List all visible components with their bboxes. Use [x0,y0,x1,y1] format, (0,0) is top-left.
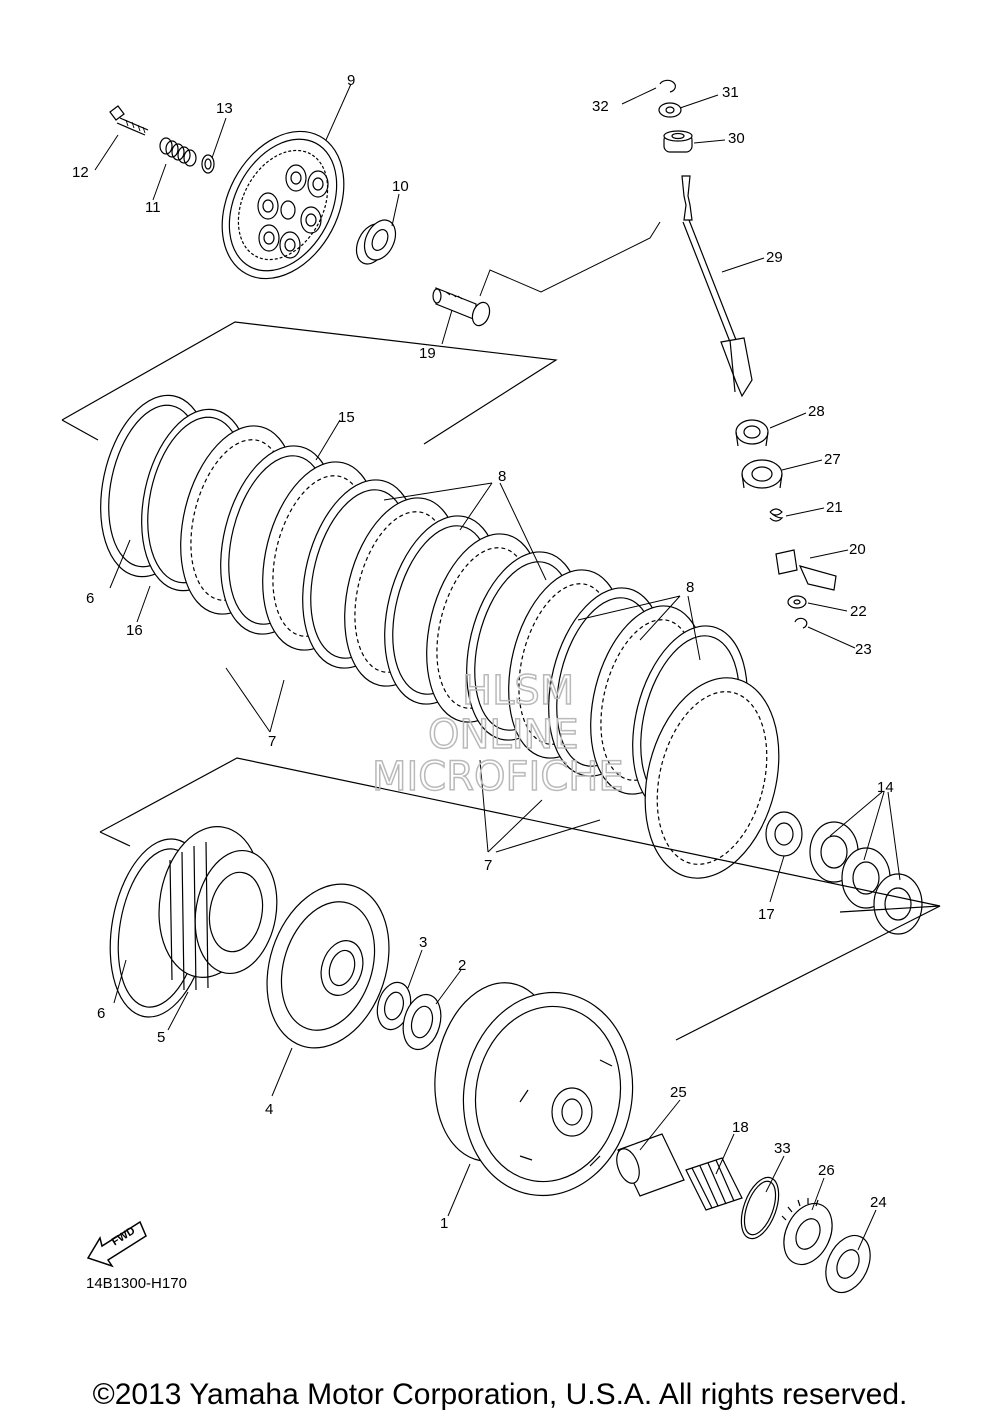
callout-9: 9 [347,72,355,89]
watermark-line-3: MICROFICHE [372,754,624,800]
nut-17 [765,811,803,857]
circlip-23 [794,617,808,629]
pressure-plate [221,130,345,280]
callout-6-lower: 6 [97,1005,105,1022]
lock-washers-14 [809,821,923,935]
callout-labels: 1 2 3 4 5 6 6 7 7 8 8 9 10 11 12 13 14 1… [72,72,894,1232]
callout-2: 2 [458,957,466,974]
fwd-arrow-icon [86,1220,147,1268]
callout-21: 21 [826,499,843,516]
sleeve-25 [616,1133,685,1197]
watermark-line-1: HLSM [462,668,574,714]
callout-23: 23 [855,641,872,658]
clutch-housing [434,982,634,1197]
callout-8-upper: 8 [498,468,506,485]
callout-32: 32 [592,98,609,115]
top-washer [658,102,682,118]
spring-21 [769,508,784,522]
callout-12: 12 [72,164,89,181]
lever-20 [775,549,837,591]
circlip-top [659,79,676,93]
washer-22 [787,595,807,609]
callout-25: 25 [670,1084,687,1101]
callout-13: 13 [216,100,233,117]
callout-31: 31 [722,84,739,101]
callout-20: 20 [849,541,866,558]
callout-4: 4 [265,1101,273,1118]
callout-16: 16 [126,622,143,639]
callout-15: 15 [338,409,355,426]
callout-26: 26 [818,1162,835,1179]
callout-22: 22 [850,603,867,620]
callout-29: 29 [766,249,783,266]
washer-2 [402,993,442,1051]
right-bearing-27 [741,459,783,489]
pressure-plate-bearing [355,219,397,265]
push-rod [681,175,753,398]
callout-17: 17 [758,906,775,923]
washer-24 [825,1234,871,1294]
callout-28: 28 [808,403,825,420]
pressure-plate-4 [266,883,390,1049]
callout-30: 30 [728,130,745,147]
copyright-notice: ©2013 Yamaha Motor Corporation, U.S.A. A… [92,1378,908,1411]
callout-11: 11 [145,199,161,216]
needle-bearing-18 [685,1157,743,1211]
callout-10: 10 [392,178,409,195]
callout-14: 14 [877,779,894,796]
watermark: HLSM ONLINE MICROFICHE [371,667,624,801]
callout-8-lower: 8 [686,579,694,596]
callout-3: 3 [419,934,427,951]
gear-26 [781,1198,833,1266]
callout-1: 1 [440,1215,448,1232]
callout-19: 19 [419,345,436,362]
o-ring-33 [740,1176,780,1240]
callout-6-upper: 6 [86,590,94,607]
bolt [109,105,149,136]
plate-stack [61,321,780,879]
callout-24: 24 [870,1194,887,1211]
callout-27: 27 [824,451,841,468]
callout-7-upper: 7 [268,733,276,750]
callout-18: 18 [732,1119,749,1136]
right-bearing-28 [735,419,769,447]
top-bushing [663,130,693,153]
watermark-line-2: ONLINE [428,712,579,758]
callout-5: 5 [157,1029,165,1046]
push-rod-piece [432,287,491,327]
callout-7-lower: 7 [484,857,492,874]
callout-33: 33 [774,1140,791,1157]
clutch-boss [109,826,278,1018]
lower-frame [99,757,941,1041]
washer [201,154,215,174]
diagram-code: 14B1300-H170 [86,1275,187,1292]
clutch-spring [159,137,197,167]
